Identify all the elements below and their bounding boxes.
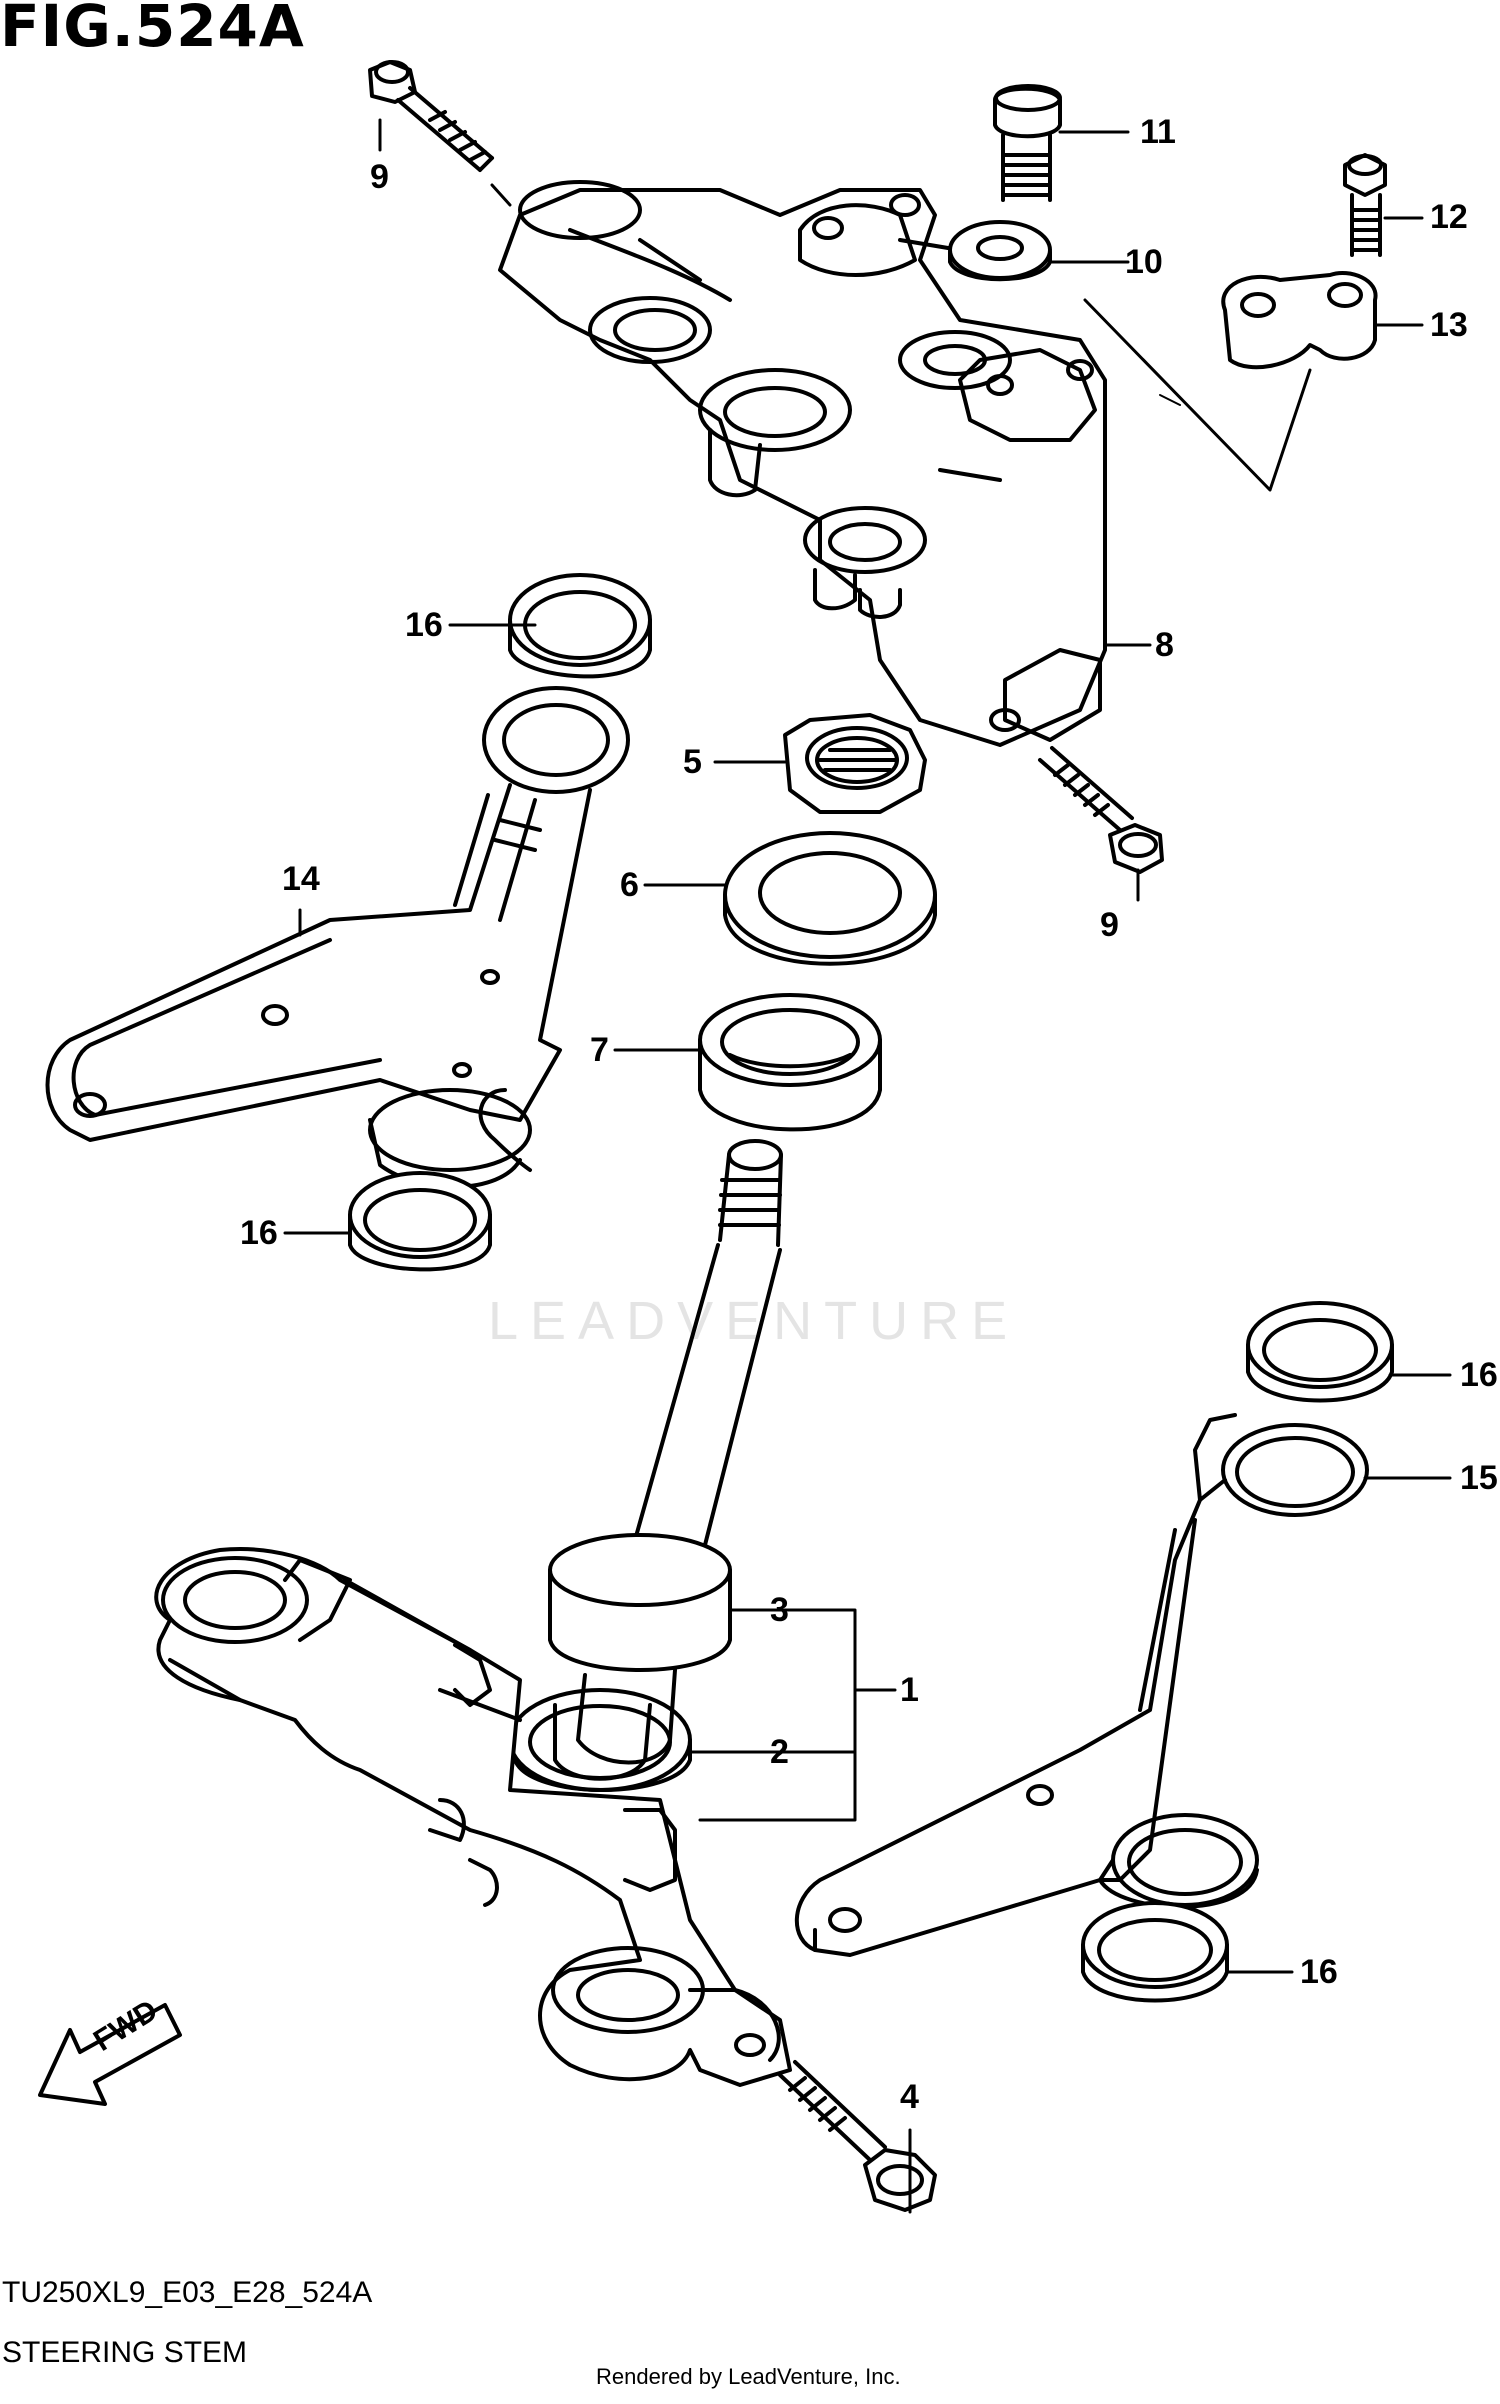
bolt-part-9-top — [368, 60, 512, 207]
diagram-code: TU250XL9_E03_E28_524A — [2, 2276, 373, 2309]
lock-nut-part-5 — [783, 713, 927, 814]
callout-16-upper-right: 16 — [1460, 1356, 1498, 1394]
callout-14: 14 — [282, 860, 320, 898]
callout-6: 6 — [620, 866, 639, 904]
callout-5: 5 — [683, 743, 702, 781]
callout-16-lower-right: 16 — [1300, 1953, 1338, 1991]
callout-9-right: 9 — [1100, 906, 1119, 944]
headlight-bracket-part-14 — [45, 686, 630, 1189]
fwd-arrow-icon — [38, 2003, 182, 2106]
callout-2: 2 — [770, 1733, 789, 1771]
diagram-name: STEERING STEM — [2, 2336, 248, 2369]
callout-9-top: 9 — [370, 158, 389, 196]
bolt-part-4 — [778, 2060, 937, 2212]
callout-4: 4 — [900, 2078, 919, 2116]
bolt-part-9-right — [1038, 746, 1164, 874]
seal-part-6 — [723, 831, 937, 966]
steering-stem-part-3 — [548, 1139, 783, 1765]
callout-7: 7 — [590, 1031, 609, 1069]
bolt-part-11 — [993, 84, 1062, 202]
under-bracket-part-1 — [154, 1547, 792, 2087]
upper-bracket-part-8 — [498, 180, 1107, 747]
render-credit: Rendered by LeadVenture, Inc. — [596, 2364, 901, 2389]
dust-seal-part-16-lower-right — [1081, 1901, 1229, 2003]
washer-part-10 — [948, 220, 1052, 282]
dust-seal-part-16-upper-right — [1246, 1301, 1394, 1403]
callout-13: 13 — [1430, 306, 1468, 344]
headlight-bracket-part-15 — [794, 1413, 1369, 1957]
dust-seal-part-16-lower-left — [348, 1171, 492, 1272]
callout-8: 8 — [1155, 626, 1174, 664]
callout-10: 10 — [1125, 243, 1163, 281]
figure-title: FIG.524A — [0, 0, 305, 60]
callout-1: 1 — [900, 1671, 919, 1709]
bearing-part-2 — [508, 1688, 692, 1792]
leader-lines — [283, 118, 1452, 2214]
callout-11: 11 — [1140, 113, 1176, 151]
callout-3: 3 — [770, 1591, 789, 1629]
callout-12: 12 — [1430, 198, 1468, 236]
callout-16-upper-left: 16 — [405, 606, 443, 644]
callout-16-lower-left: 16 — [240, 1214, 278, 1252]
holder-part-13 — [1221, 271, 1378, 370]
watermark-text: LEADVENTURE — [488, 1291, 1020, 1351]
bearing-part-7 — [698, 993, 882, 1132]
dust-seal-part-16-upper-left — [508, 573, 652, 679]
bolt-part-12 — [1343, 153, 1387, 257]
callout-15: 15 — [1460, 1459, 1498, 1497]
